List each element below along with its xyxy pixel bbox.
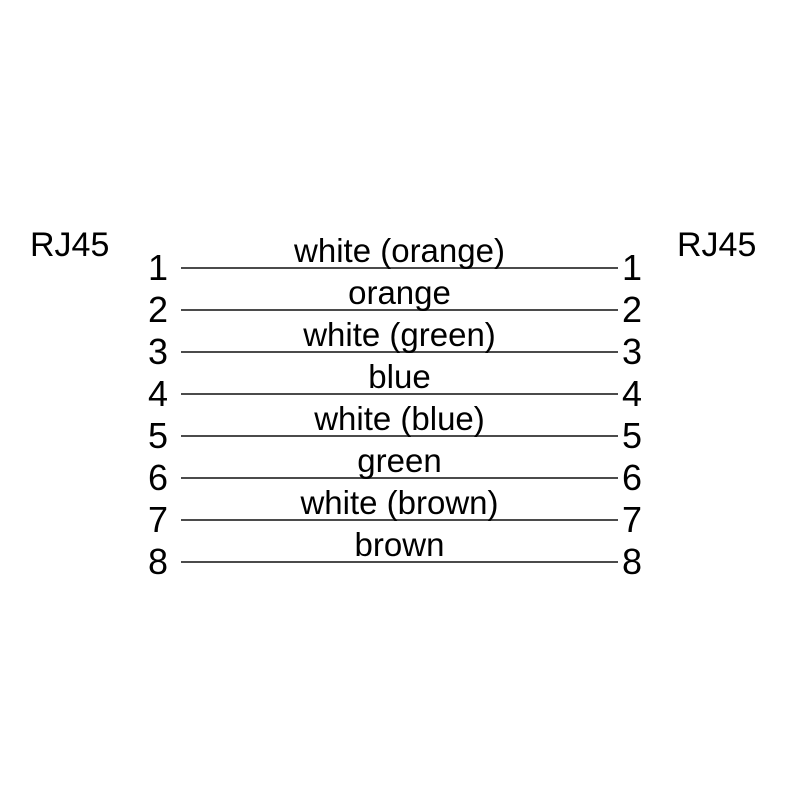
wire-color-label: green [357,442,442,479]
pin-number-right: 1 [622,247,643,288]
wire-color-label: white (brown) [300,484,499,521]
pin-number-right: 3 [622,331,643,372]
wire-color-label: blue [368,358,431,395]
wire-color-label: orange [348,274,451,311]
pin-number-left: 2 [147,289,168,330]
pin-number-right: 2 [622,289,643,330]
pin-number-left: 3 [147,331,168,372]
pin-number-right: 6 [622,457,643,498]
pin-number-left: 1 [147,247,168,288]
pin-number-left: 8 [147,541,168,582]
pin-number-right: 4 [622,373,643,414]
wire-line [181,267,618,269]
pin-number-right: 5 [622,415,643,456]
wire-line [181,435,618,437]
wire-line [181,351,618,353]
pin-number-left: 5 [147,415,168,456]
wire-color-label: white (orange) [294,232,505,269]
pin-number-left: 7 [147,499,168,540]
pin-number-left: 4 [147,373,168,414]
connector-label-right: RJ45 [677,226,757,264]
wire-line [181,309,618,311]
wire-line [181,393,618,395]
wire-line [181,477,618,479]
connector-label-left: RJ45 [30,226,110,264]
wire-color-label: white (green) [303,316,496,353]
pin-number-right: 7 [622,499,643,540]
pin-number-right: 8 [622,541,643,582]
pin-number-left: 6 [147,457,168,498]
wire-line [181,561,618,563]
wire-color-label: brown [354,526,445,563]
wire-line [181,519,618,521]
wire-color-label: white (blue) [314,400,485,437]
